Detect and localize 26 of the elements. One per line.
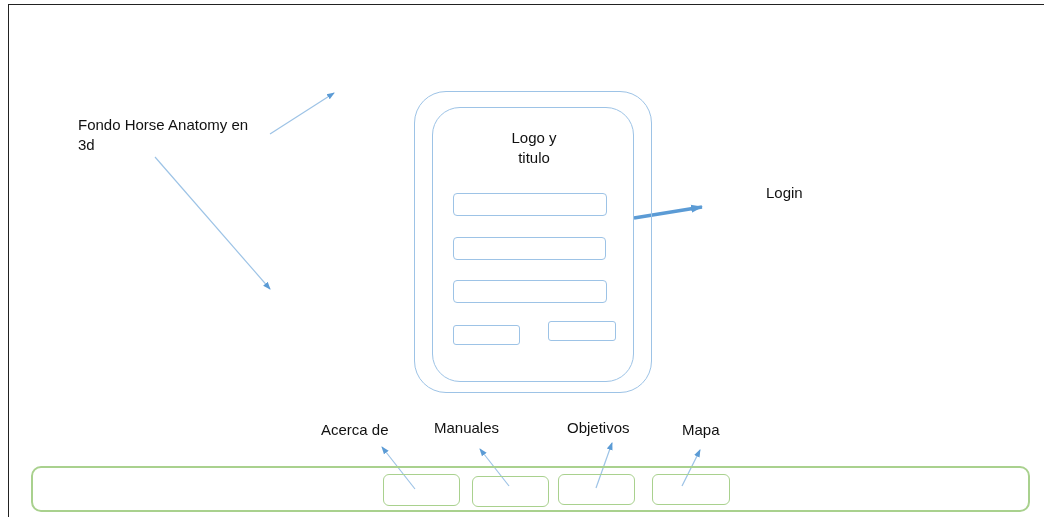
arrow: [381, 446, 416, 490]
tab-outline: [652, 474, 730, 505]
tab-outline: [472, 476, 549, 507]
menu-label: Acerca de: [321, 420, 401, 440]
menu-label: Objetivos: [567, 418, 645, 438]
button-outline: [548, 321, 616, 341]
tab-outline: [558, 474, 635, 505]
footer-bar: [31, 466, 1030, 512]
tab-outline: [383, 474, 460, 506]
menu-label: Manuales: [434, 418, 516, 438]
screen-panel: [432, 107, 634, 382]
arrow: [633, 204, 703, 220]
input-field: [453, 237, 606, 260]
screen-title: Logo y titulo: [510, 128, 558, 168]
phone-frame: [414, 91, 652, 393]
menu-label: Mapa: [682, 420, 730, 440]
arrow: [154, 156, 271, 290]
login-label: Login: [766, 183, 816, 203]
arrow: [595, 442, 613, 489]
arrow: [269, 92, 335, 135]
button-outline: [453, 325, 520, 345]
background-note: Fondo Horse Anatomy en 3d: [78, 115, 268, 155]
arrow: [479, 448, 510, 487]
input-field: [453, 193, 607, 216]
input-field: [453, 280, 607, 303]
arrow: [681, 449, 701, 487]
